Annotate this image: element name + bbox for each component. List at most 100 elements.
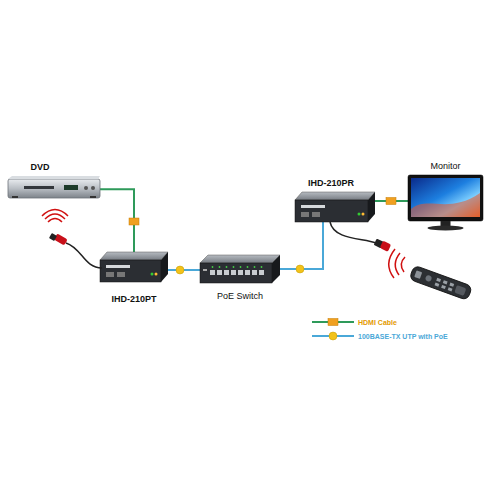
device-detail bbox=[106, 272, 114, 277]
device-detail bbox=[301, 205, 325, 208]
receiver-box-drawing bbox=[295, 192, 375, 222]
hdmi-cable bbox=[375, 200, 408, 202]
device-detail bbox=[155, 273, 158, 276]
device-detail bbox=[295, 192, 375, 200]
device-label: DVD bbox=[31, 162, 50, 173]
device-detail bbox=[240, 266, 242, 268]
device-detail bbox=[259, 270, 264, 275]
ir-sensor-tip bbox=[49, 233, 57, 241]
remote-button bbox=[441, 285, 446, 289]
device-detail bbox=[91, 186, 95, 190]
dvd-player-drawing bbox=[8, 176, 100, 198]
hdmi-tag bbox=[129, 218, 139, 225]
device-detail bbox=[117, 272, 125, 277]
device-detail bbox=[24, 186, 54, 189]
ir-signal-arc bbox=[42, 210, 68, 217]
remote-button bbox=[454, 285, 466, 296]
device-detail bbox=[200, 255, 280, 263]
monitor: Monitor bbox=[408, 175, 483, 230]
device-detail bbox=[12, 196, 18, 198]
device-label: Monitor bbox=[431, 161, 461, 172]
device-detail bbox=[261, 266, 263, 268]
legend-line bbox=[312, 335, 354, 337]
device-detail bbox=[411, 193, 480, 217]
utp-tag bbox=[329, 332, 337, 340]
ir-blaster-tip bbox=[380, 241, 392, 252]
device-detail bbox=[200, 263, 272, 283]
device-detail bbox=[233, 266, 235, 268]
device-detail bbox=[219, 266, 221, 268]
remote-button bbox=[449, 283, 454, 287]
poe-switch: PoE Switch bbox=[200, 255, 280, 283]
ir-cable bbox=[330, 222, 376, 243]
remote-button bbox=[436, 278, 441, 282]
device-detail bbox=[411, 178, 480, 217]
remote-button bbox=[435, 283, 440, 287]
hdmi-cable bbox=[100, 189, 134, 252]
device-detail bbox=[100, 260, 161, 282]
device-detail bbox=[64, 185, 78, 190]
device-detail bbox=[245, 270, 250, 275]
device-label: PoE Switch bbox=[217, 291, 263, 302]
device-detail bbox=[408, 175, 483, 221]
ir-signal-arc bbox=[48, 219, 62, 223]
ir-sensor bbox=[54, 233, 68, 245]
device-detail bbox=[368, 192, 375, 222]
receiver-box: IHD-210PR bbox=[295, 192, 375, 222]
ir-blaster bbox=[330, 222, 391, 252]
device-detail bbox=[295, 200, 368, 222]
ir-signal-arc bbox=[395, 253, 400, 275]
device-detail bbox=[231, 270, 236, 275]
device-detail bbox=[252, 270, 257, 275]
utp-tag bbox=[296, 265, 304, 273]
device-detail bbox=[161, 252, 168, 282]
device-label: IHD-210PT bbox=[112, 294, 157, 305]
ir-receiver bbox=[42, 210, 102, 269]
device-detail bbox=[224, 270, 229, 275]
remote-button bbox=[448, 287, 453, 291]
remote-control bbox=[409, 265, 472, 300]
ir-cable bbox=[66, 243, 102, 268]
remote-signal bbox=[389, 249, 405, 278]
legend-sample-utp bbox=[312, 332, 354, 340]
remote-button bbox=[443, 280, 448, 284]
device-detail bbox=[106, 265, 130, 268]
legend-text: 100BASE-TX UTP with PoE bbox=[358, 332, 448, 341]
dvd-player: DVD bbox=[8, 176, 100, 198]
ir-blaster-body bbox=[374, 239, 384, 249]
device-detail bbox=[358, 213, 361, 216]
remote-button bbox=[425, 275, 433, 283]
device-detail bbox=[441, 221, 451, 226]
legend-text: HDMI Cable bbox=[358, 318, 397, 327]
device-detail bbox=[8, 179, 100, 198]
poe-switch-drawing bbox=[200, 255, 280, 283]
device-detail bbox=[362, 213, 365, 216]
device-detail bbox=[203, 269, 207, 271]
ir-signal-arc bbox=[389, 249, 395, 278]
hdmi-tag bbox=[386, 198, 396, 205]
utp-cable bbox=[280, 222, 323, 269]
monitor-drawing bbox=[408, 175, 483, 230]
device-detail bbox=[217, 270, 222, 275]
device-detail bbox=[428, 226, 464, 231]
remote-button bbox=[414, 270, 422, 279]
device-label: IHD-210PR bbox=[308, 178, 354, 189]
remote-body bbox=[409, 265, 472, 300]
transmitter-box-drawing bbox=[100, 252, 168, 282]
hdmi-tag bbox=[328, 319, 338, 326]
device-detail bbox=[247, 266, 249, 268]
device-detail bbox=[226, 266, 228, 268]
ir-signal-arc bbox=[45, 214, 65, 219]
device-detail bbox=[312, 212, 320, 217]
device-detail bbox=[100, 252, 168, 260]
device-detail bbox=[151, 273, 154, 276]
device-detail bbox=[254, 266, 256, 268]
device-detail bbox=[210, 270, 215, 275]
utp-cable bbox=[168, 269, 200, 271]
utp-tag bbox=[176, 266, 184, 274]
device-detail bbox=[90, 196, 96, 198]
